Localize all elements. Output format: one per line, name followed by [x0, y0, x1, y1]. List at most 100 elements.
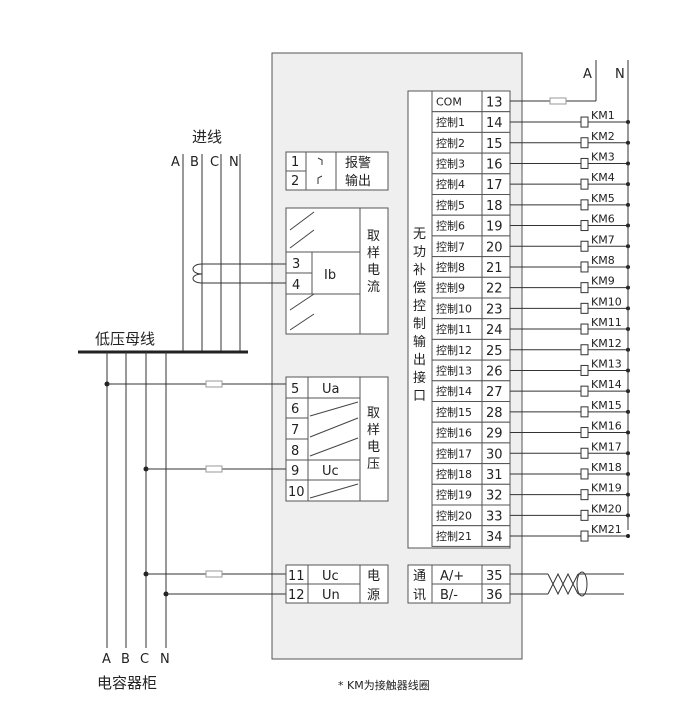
voltage-terminal-10: 10: [288, 485, 305, 500]
contactor-coil-icon: [580, 323, 589, 335]
output-name: COM: [436, 95, 462, 108]
output-name: 控制1: [436, 115, 465, 129]
comm-label-2: 讯: [413, 588, 426, 603]
output-terminal: 32: [486, 489, 503, 504]
comm-block: [407, 564, 511, 604]
output-group-char-4: 偿: [413, 281, 426, 296]
contactor-coil-icon: [580, 344, 589, 356]
km-label: KM12: [591, 337, 622, 350]
contactor-coil-icon: [580, 178, 589, 190]
voltage-sampling-block: [285, 376, 389, 502]
output-terminal: 18: [486, 199, 503, 214]
output-terminal: 25: [486, 344, 503, 359]
output-group-char-6: 制: [413, 317, 426, 332]
contactor-coil-icon: [580, 427, 589, 439]
voltage-name-uc: Uc: [322, 464, 339, 479]
output-group-char-3: 补: [413, 263, 426, 278]
current-label-4: 流: [367, 280, 380, 295]
contactor-coil-icon: [580, 240, 589, 252]
output-name: 控制11: [436, 322, 472, 336]
com-fuse: [549, 97, 567, 105]
current-label-3: 电: [367, 263, 380, 278]
alarm-terminal-1: 1: [291, 155, 299, 170]
output-terminal: 28: [486, 406, 503, 421]
current-transformer-wiring: [192, 263, 286, 284]
power-terminal-11: 11: [288, 569, 305, 584]
power-name-uc: Uc: [322, 569, 339, 584]
output-name: 控制13: [436, 363, 472, 377]
km-label: KM7: [591, 233, 615, 246]
alarm-terminal-2: 2: [291, 174, 299, 189]
junction-dot: [626, 534, 630, 539]
alarm-label-1: 报警: [345, 155, 371, 171]
contactor-coil-icon: [580, 199, 589, 211]
footnote: * KM为接触器线圈: [338, 678, 430, 692]
output-name: 控制16: [436, 426, 472, 440]
power-terminal-12: 12: [288, 588, 305, 603]
contactor-coil-icon: [580, 406, 589, 418]
km-label: KM16: [591, 420, 622, 433]
power-block: [285, 564, 389, 604]
comm-name-a: A/+: [440, 569, 464, 584]
power-label-1: 电: [367, 569, 380, 584]
output-terminal: 34: [486, 530, 503, 545]
voltage-terminal-5: 5: [291, 382, 299, 397]
output-name: 控制15: [436, 405, 472, 419]
cabinet-phase-c: C: [140, 652, 149, 667]
contactor-coil-icon: [580, 530, 589, 542]
km-label: KM14: [591, 378, 622, 391]
contactor-coil-icon: [580, 447, 589, 459]
contactor-coil-icon: [580, 116, 589, 128]
incoming-phase-n: N: [229, 155, 239, 170]
cabinet-phase-b: B: [121, 652, 130, 667]
output-terminal: 22: [486, 282, 503, 297]
output-name: 控制9: [436, 281, 465, 295]
km-label: KM11: [591, 316, 622, 329]
output-terminal: 15: [486, 137, 503, 152]
contactor-coil-icon: [580, 261, 589, 273]
cabinet-label: 电容器柜: [97, 674, 157, 692]
fuse-symbols: [205, 380, 223, 578]
alarm-label-2: 输出: [345, 173, 371, 189]
sampling-wiring: [107, 383, 286, 595]
current-terminal-3: 3: [292, 257, 300, 272]
output-terminal: 23: [486, 302, 503, 317]
output-terminal: 30: [486, 447, 503, 462]
output-terminal: 14: [486, 116, 503, 131]
alarm-output-block: [285, 151, 389, 191]
voltage-terminal-8: 8: [291, 444, 299, 459]
output-group-char-5: 控: [413, 299, 426, 314]
output-terminal: 26: [486, 364, 503, 379]
output-terminal: 17: [486, 178, 503, 193]
voltage-name-ua: Ua: [322, 382, 339, 397]
current-sampling-block: [285, 207, 389, 335]
output-terminal: 21: [486, 261, 503, 276]
contactor-coil-icon: [580, 137, 589, 149]
contactor-coil-icon: [580, 489, 589, 501]
output-name: 控制5: [436, 198, 465, 212]
output-name: 控制20: [436, 508, 472, 522]
output-name: 控制18: [436, 467, 472, 481]
km-label: KM2: [591, 130, 615, 143]
output-name: 控制14: [436, 384, 472, 398]
incoming-phase-b: B: [190, 155, 199, 170]
output-group-char-9: 接: [413, 370, 426, 386]
incoming-label: 进线: [192, 128, 222, 146]
km-label: KM10: [591, 295, 622, 308]
km-label: KM15: [591, 399, 622, 412]
km-label: KM3: [591, 150, 615, 163]
contactor-coil-icon: [580, 302, 589, 314]
comm-terminal-36: 36: [486, 588, 503, 603]
km-label: KM6: [591, 213, 615, 226]
output-group-char-1: 无: [413, 227, 426, 242]
cabinet-lines: [106, 352, 167, 648]
comm-cable: [510, 571, 624, 597]
output-name: 控制21: [436, 529, 472, 543]
current-label-2: 样: [367, 246, 380, 261]
output-terminal: 27: [486, 385, 503, 400]
output-name: 控制6: [436, 219, 465, 233]
km-label: KM4: [591, 171, 615, 184]
comm-label-1: 通: [413, 569, 426, 584]
